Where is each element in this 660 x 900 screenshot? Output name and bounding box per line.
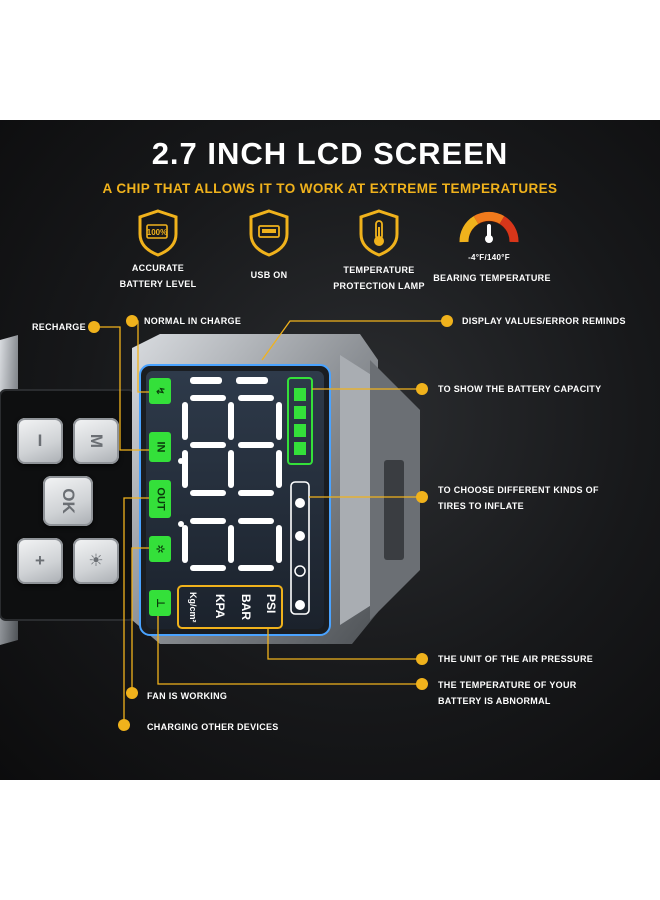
callout-tire-types: TO CHOOSE DIFFERENT KINDS OF TIRES TO IN… [438, 485, 599, 511]
callout-charging-devices: CHARGING OTHER DEVICES [147, 722, 279, 732]
ok-button[interactable]: OK [43, 476, 93, 526]
callout-battery-temperature: THE TEMPERATURE OF YOUR BATTERY IS ABNOR… [438, 680, 577, 706]
thermometer-shield-icon [356, 208, 402, 263]
callout-fan-working: FAN IS WORKING [147, 691, 228, 701]
feature-label-bearing: BEARING TEMPERATURE [433, 273, 551, 283]
feature-label-battery: ACCURATE BATTERY LEVEL [119, 263, 197, 289]
recharge-indicator: ↯ [149, 378, 171, 404]
unit-kgcm2: Kg/cm² [188, 592, 198, 623]
subline: A CHIP THAT ALLOWS IT TO WORK AT EXTREME… [102, 181, 558, 196]
light-button[interactable]: ☀ [73, 538, 119, 584]
feature-label-temperature: TEMPERATURE PROTECTION LAMP [333, 265, 425, 291]
mode-button[interactable]: M [73, 418, 119, 464]
battery-level-text: 100% [147, 228, 167, 237]
callout-air-pressure-unit: THE UNIT OF THE AIR PRESSURE [438, 654, 594, 664]
unit-bar: BAR [239, 594, 253, 620]
gauge-range-text: -4°F/140°F [468, 253, 510, 262]
battery-shield-icon: 100% [135, 208, 181, 263]
fan-indicator: ✲ [149, 536, 171, 562]
minus-button[interactable]: I [17, 418, 63, 464]
plus-button[interactable]: + [17, 538, 63, 584]
unit-kpa: KPA [213, 594, 227, 619]
headline: 2.7 INCH LCD SCREEN [151, 136, 509, 171]
callout-display-values: DISPLAY VALUES/ERROR REMINDS [462, 316, 626, 326]
unit-psi: PSI [264, 594, 278, 614]
usb-shield-icon [246, 208, 292, 263]
product-banner: 2.7 INCH LCD SCREEN A CHIP THAT ALLOWS I… [0, 120, 660, 780]
feature-label-usb: USB ON [250, 270, 288, 280]
callout-battery-capacity: TO SHOW THE BATTERY CAPACITY [438, 384, 602, 394]
callout-normal-in-charge: NORMAL IN CHARGE [144, 316, 242, 326]
temperature-indicator: ⊥ [149, 590, 171, 616]
out-indicator: OUT [149, 480, 171, 518]
temperature-gauge-icon [456, 202, 522, 257]
in-indicator: IN [149, 432, 171, 462]
callout-recharge: RECHARGE [32, 322, 86, 332]
